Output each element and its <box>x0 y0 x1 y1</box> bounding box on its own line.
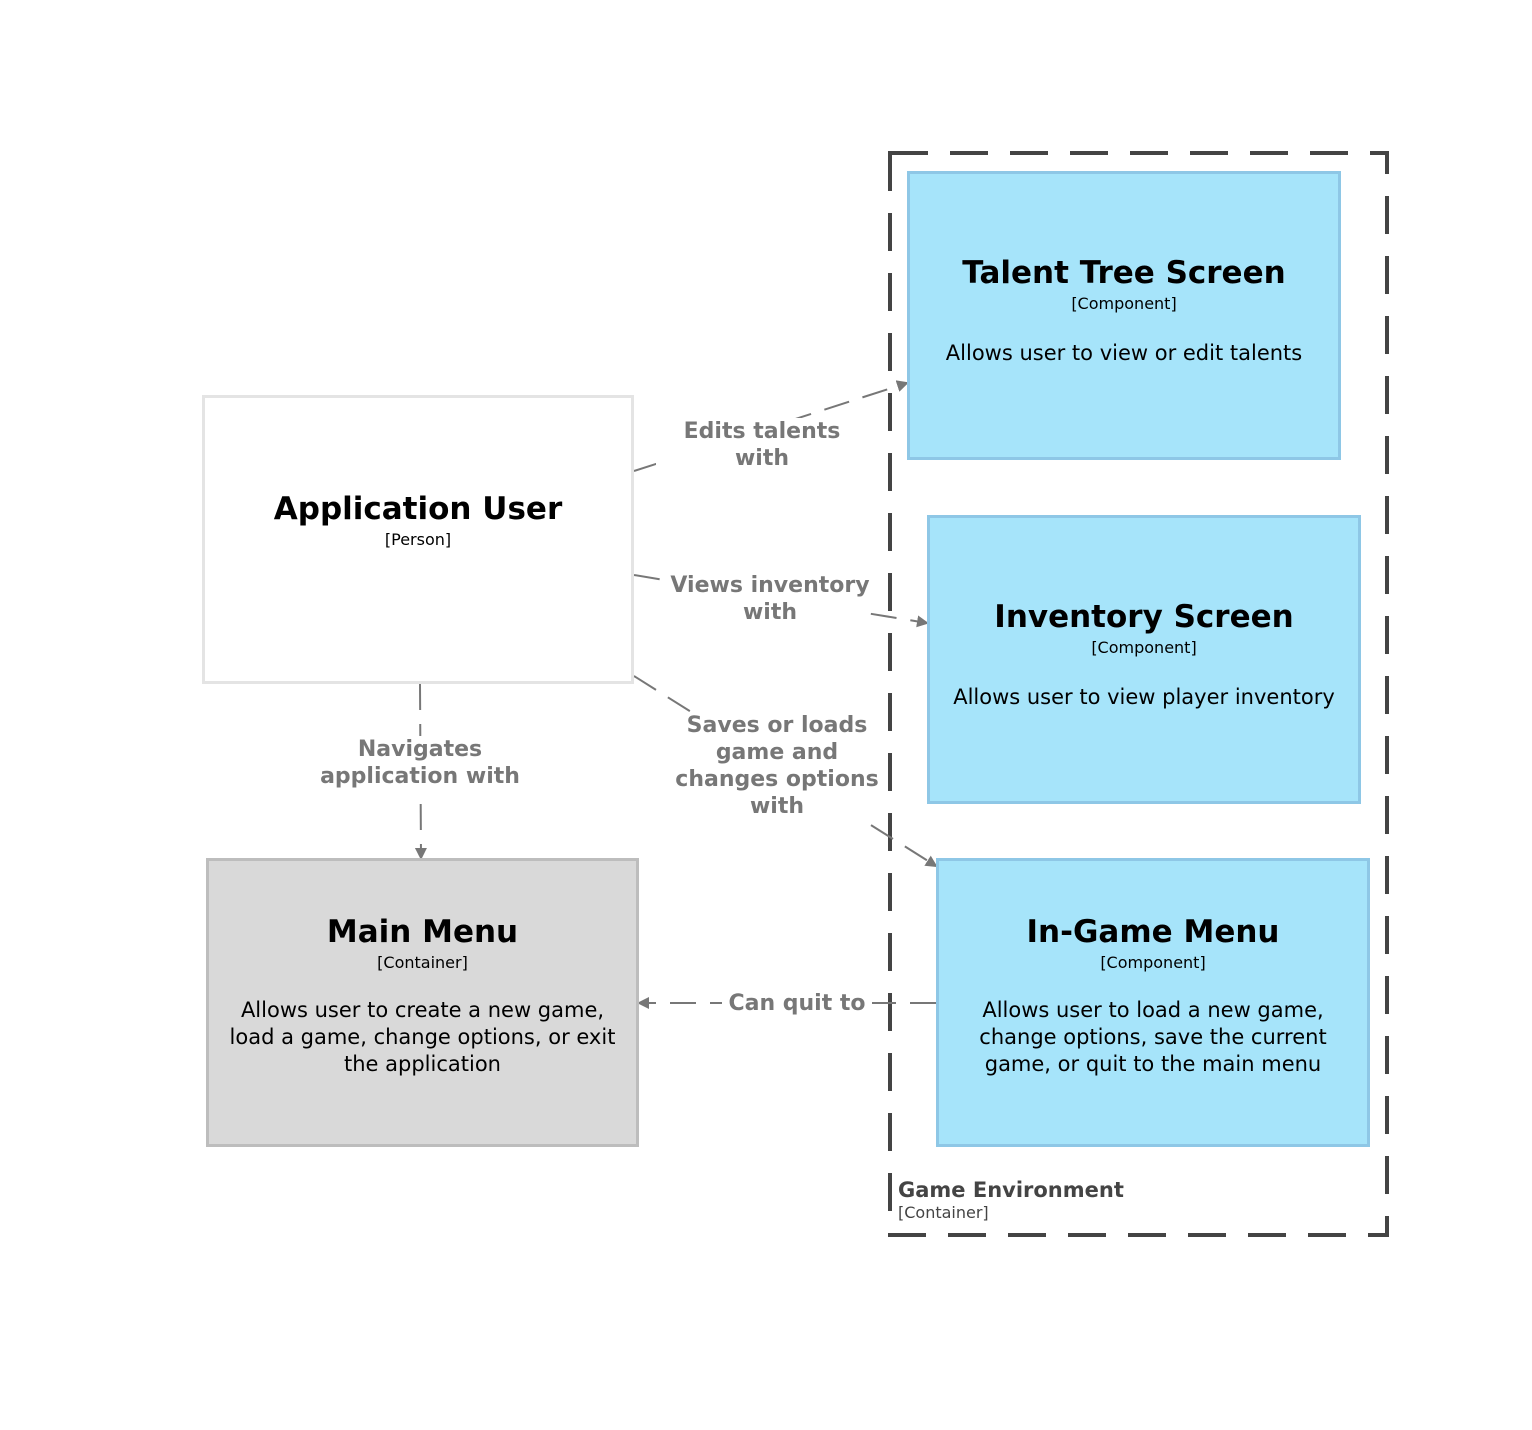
edge-label-navigates: Navigates application with <box>318 736 522 790</box>
node-title: Inventory Screen <box>994 599 1294 635</box>
node-description: Allows user to view player inventory <box>953 685 1335 709</box>
application-user-node[interactable]: Application User [Person] <box>202 395 634 684</box>
node-description: Allows user to create a new game, load a… <box>229 998 616 1076</box>
node-kind: [Component] <box>1100 953 1206 972</box>
main-menu-node[interactable]: Main Menu [Container] Allows user to cre… <box>206 858 639 1147</box>
node-title: Application User <box>273 491 563 527</box>
inventory-screen-node[interactable]: Inventory Screen [Component] Allows user… <box>927 515 1361 804</box>
boundary-title: Game Environment <box>898 1178 1124 1202</box>
node-kind: [Component] <box>1091 638 1197 657</box>
node-kind: [Container] <box>377 953 468 972</box>
node-description: Allows user to load a new game, change o… <box>979 998 1327 1076</box>
node-title: Talent Tree Screen <box>962 255 1286 291</box>
edge-label-can-quit: Can quit to <box>722 990 872 1017</box>
node-kind: [Component] <box>1071 294 1177 313</box>
boundary-label: Game Environment [Container] <box>898 1177 1124 1223</box>
boundary-kind: [Container] <box>898 1203 989 1222</box>
node-description: Allows user to view or edit talents <box>945 341 1303 365</box>
edge-label-edits-talents: Edits talents with <box>656 418 868 472</box>
edge-label-views-inventory: Views inventory with <box>670 572 870 626</box>
node-title: In-Game Menu <box>1026 914 1280 950</box>
in-game-menu-node[interactable]: In-Game Menu [Component] Allows user to … <box>936 858 1370 1147</box>
edge-label-saves-loads: Saves or loads game and changes options … <box>672 712 882 820</box>
node-kind: [Person] <box>384 530 452 549</box>
talent-tree-screen-node[interactable]: Talent Tree Screen [Component] Allows us… <box>907 171 1341 460</box>
node-title: Main Menu <box>326 914 519 950</box>
game-environment-boundary <box>888 151 1389 1237</box>
